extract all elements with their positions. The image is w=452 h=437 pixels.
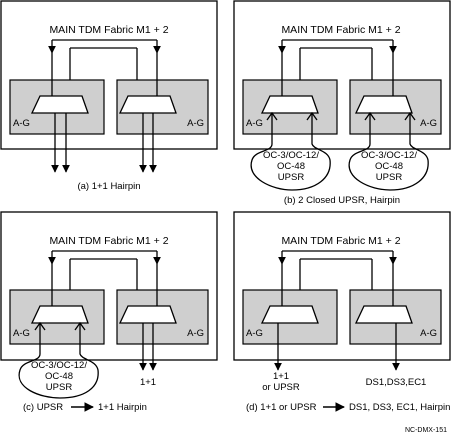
panel-c-fabric-label: MAIN TDM Fabric M1 + 2: [49, 235, 168, 247]
panel-d: MAIN TDM Fabric M1 + 2 A-G A-G 1+1 or UP…: [233, 211, 451, 413]
panel-d-fabric-label: MAIN TDM Fabric M1 + 2: [281, 235, 400, 247]
panel-d-right-label: DS1,DS3,EC1: [366, 377, 427, 388]
panel-b-fabric-label: MAIN TDM Fabric M1 + 2: [281, 24, 400, 36]
panel-d-card-right-label: A-G: [420, 328, 437, 339]
panel-b-loop-right: [348, 111, 429, 191]
panel-c-caption-suffix: 1+1 Hairpin: [98, 402, 147, 413]
panel-c-card-left-label: A-G: [13, 328, 30, 339]
panel-a-switch-right: [118, 95, 177, 114]
panel-b-loop-right-line1: OC-3/OC-12/: [361, 150, 417, 161]
panel-b-card-right-label: A-G: [420, 118, 437, 129]
panel-d-frame: [233, 211, 451, 361]
panel-d-switch-right: [354, 305, 413, 324]
panel-a-card-right-label: A-G: [187, 118, 204, 129]
panel-d-caption-suffix: DS1, DS3, EC1, Hairpin: [349, 402, 450, 413]
panel-b-switch-right: [354, 95, 413, 114]
panel-c-loop-left-line2: OC-48: [45, 371, 73, 382]
panel-b-caption: (b) 2 Closed UPSR, Hairpin: [284, 195, 400, 206]
panel-b-switch-left: [260, 95, 319, 114]
panel-c-loop-left: [18, 321, 99, 399]
figure-id: NC-DMX-151: [405, 427, 447, 434]
panel-a-fabric-label: MAIN TDM Fabric M1 + 2: [49, 24, 168, 36]
panel-d-caption-prefix: (d) 1+1 or UPSR: [246, 402, 317, 413]
panel-a-card-left-label: A-G: [13, 118, 30, 129]
panel-a-switch-left: [30, 95, 89, 114]
panel-b-loop-left-line3: UPSR: [278, 172, 305, 183]
panel-b-loop-right-line2: OC-48: [375, 161, 403, 172]
panel-a-frame: [0, 0, 218, 150]
panel-a-ports: [51, 113, 157, 173]
panel-b: MAIN TDM Fabric M1 + 2 A-G A-G OC-3/OC-1…: [233, 0, 451, 206]
panel-d-switch-left: [260, 305, 319, 324]
panel-d-card-left-label: A-G: [246, 328, 263, 339]
panel-b-card-left-label: A-G: [246, 118, 263, 129]
panel-d-left-label-line1: 1+1: [273, 371, 289, 382]
panel-b-frame: [233, 0, 451, 150]
panel-c-switch-right: [118, 305, 177, 324]
panel-b-loop-left-line1: OC-3/OC-12/: [263, 150, 319, 161]
panel-c-loop-left-line3: UPSR: [46, 382, 73, 393]
panel-b-loop-left-line2: OC-48: [277, 161, 305, 172]
panel-b-loop-right-line3: UPSR: [376, 172, 403, 183]
panel-c-frame: [0, 211, 218, 361]
panel-c-card-right-label: A-G: [187, 328, 204, 339]
panel-c-right-ports: [139, 323, 157, 371]
panel-c: MAIN TDM Fabric M1 + 2 A-G A-G OC-3/OC-1…: [0, 211, 218, 413]
panel-d-left-label-line2: or UPSR: [262, 382, 300, 393]
panel-b-loop-left: [250, 111, 331, 191]
panel-a-caption: (a) 1+1 Hairpin: [77, 181, 140, 192]
panel-c-switch-left: [30, 305, 89, 324]
panel-c-caption-prefix: (c) UPSR: [23, 402, 63, 413]
panel-c-loop-left-line1: OC-3/OC-12/: [31, 360, 87, 371]
panel-c-right-label: 1+1: [140, 377, 156, 388]
panel-a: MAIN TDM Fabric M1 + 2 A-G A-G (a) 1+1 H…: [0, 0, 218, 192]
